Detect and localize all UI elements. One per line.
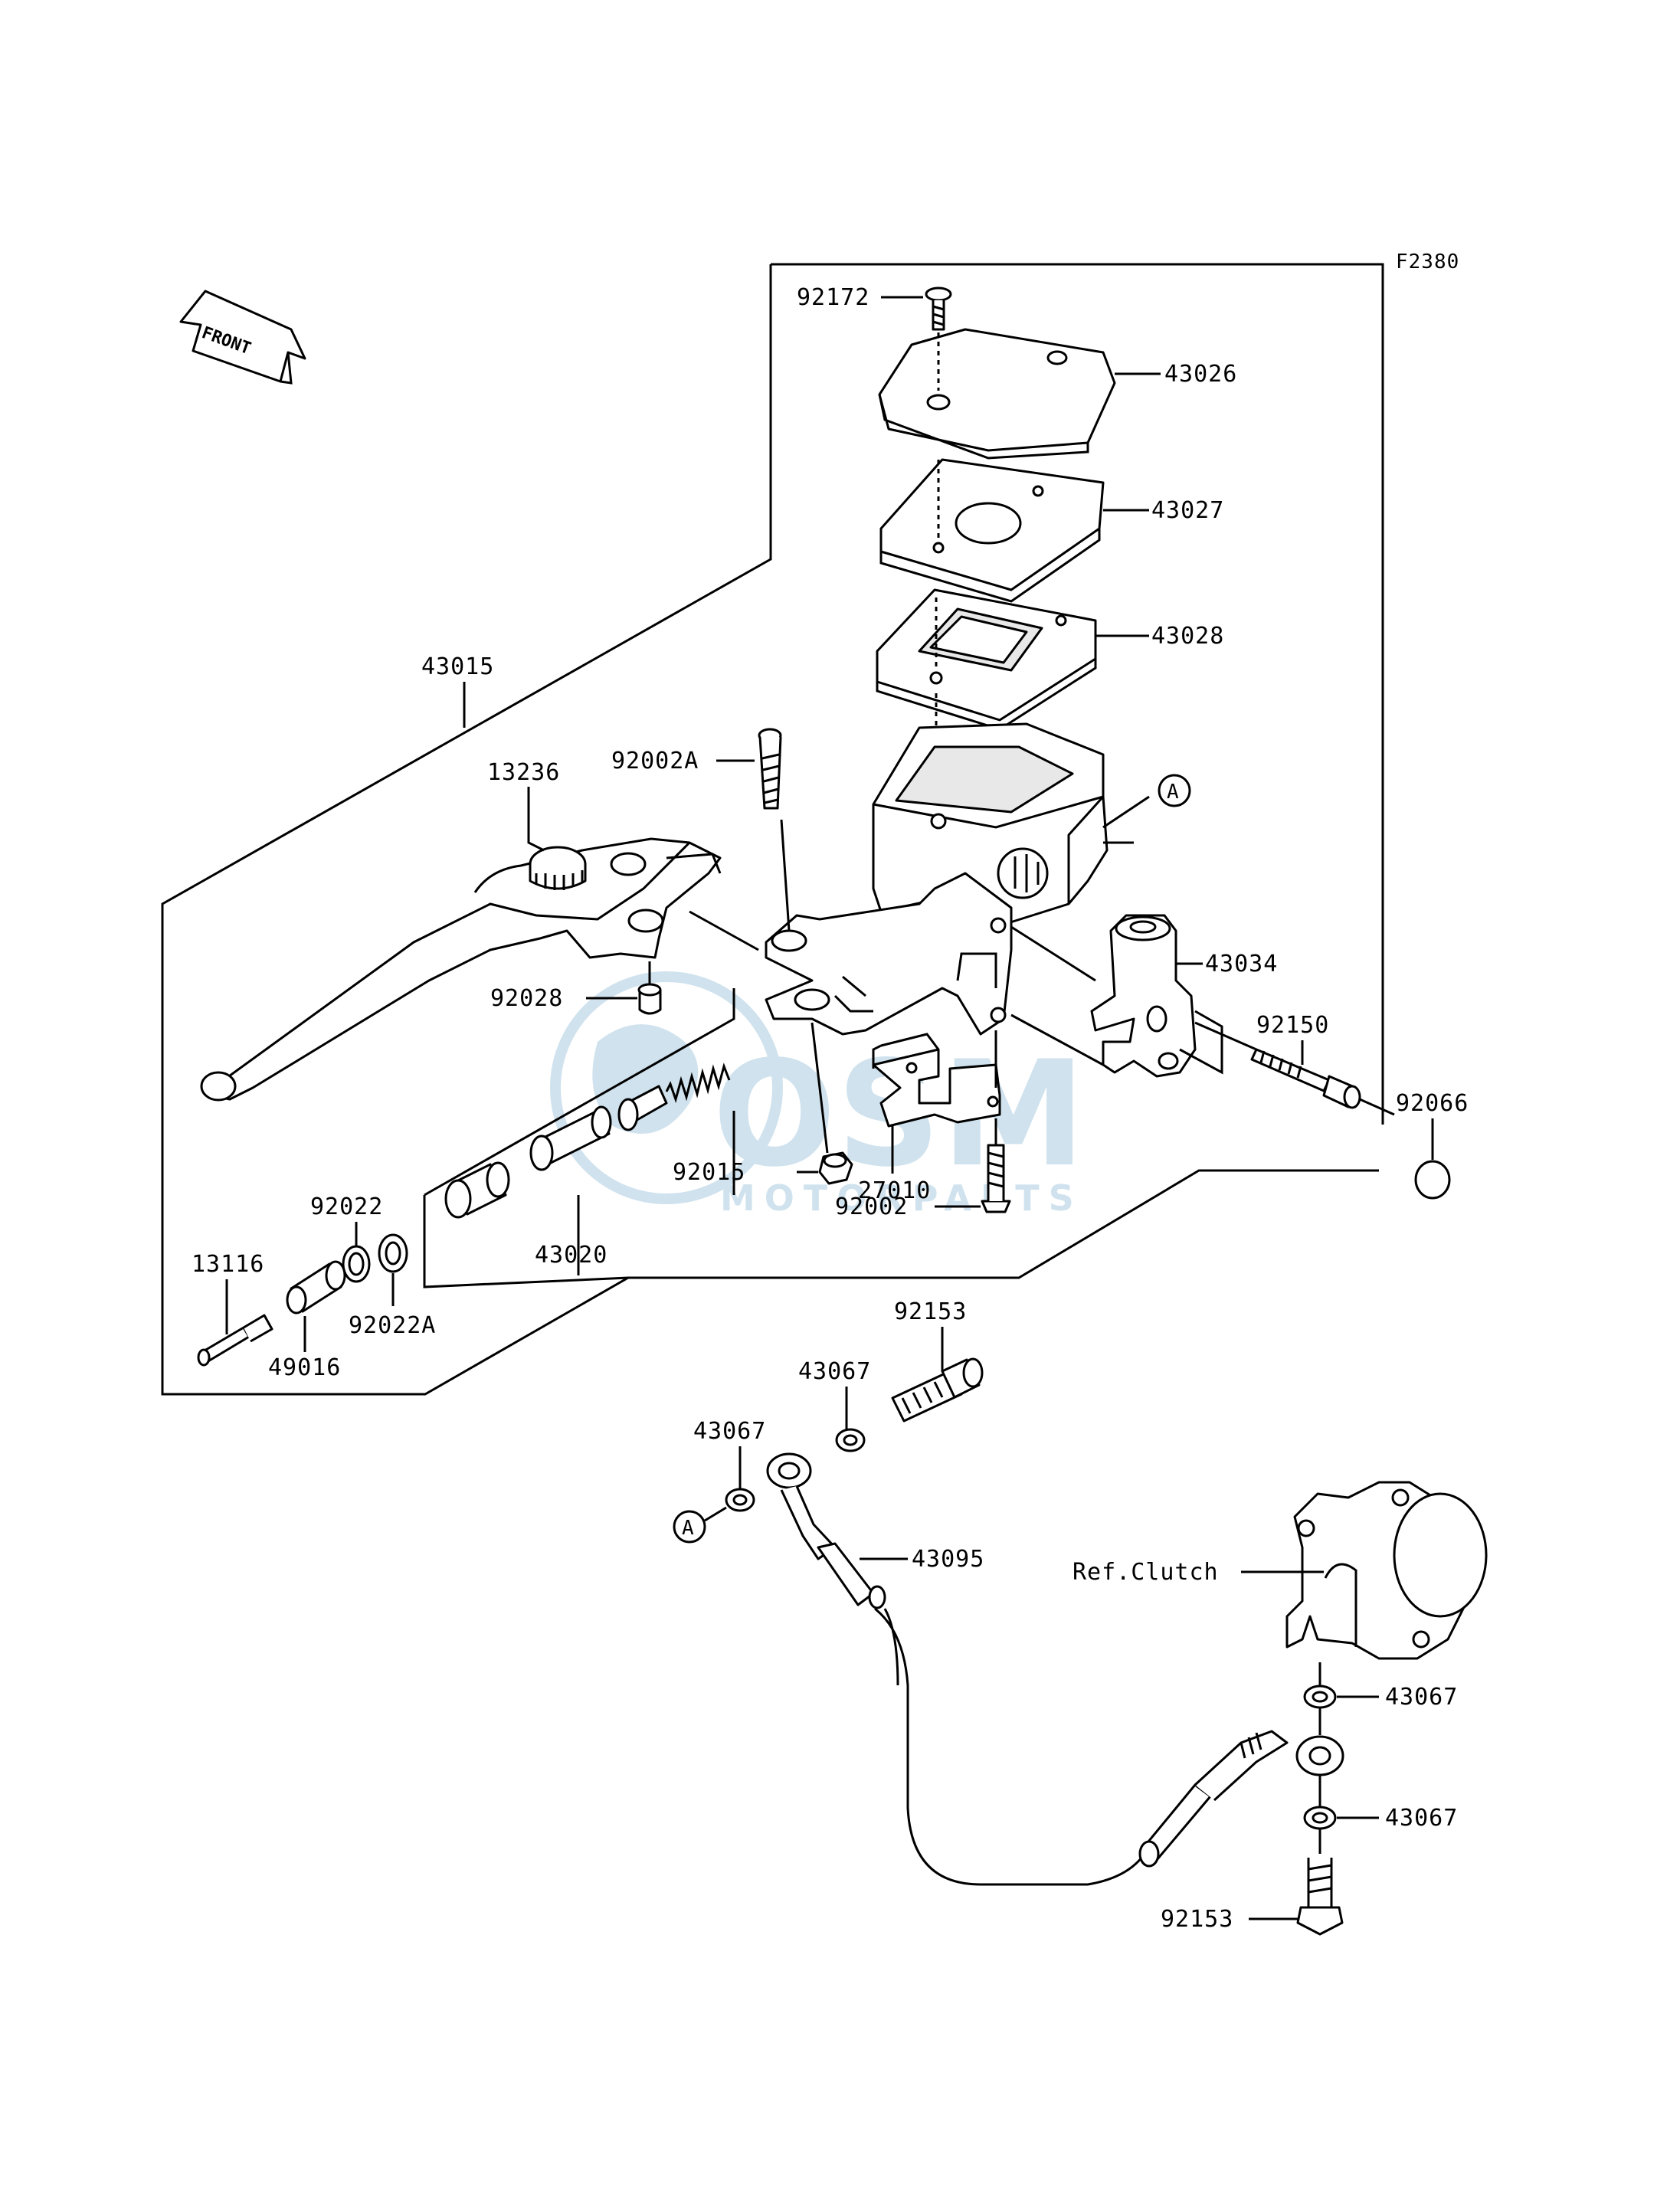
cap-92066 — [1414, 1160, 1451, 1200]
washer-43067-c — [1303, 1685, 1337, 1709]
callout-92022: 92022 — [310, 1193, 383, 1220]
callout-ref-clutch: Ref.Clutch — [1073, 1559, 1219, 1586]
diaphragm-plate-43027 — [879, 458, 1105, 603]
callout-92153-bottom: 92153 — [1161, 1906, 1233, 1933]
callout-43020: 43020 — [535, 1242, 607, 1269]
pin-92028 — [637, 983, 662, 1015]
screw-92002A — [758, 728, 782, 810]
callout-43028: 43028 — [1151, 623, 1224, 650]
bolt-92150 — [1250, 1048, 1361, 1109]
banjo-bolt-92153-top — [891, 1357, 984, 1423]
watermark-globe-icon — [550, 971, 783, 1204]
callout-49016: 49016 — [268, 1354, 341, 1381]
washer-43067-a — [835, 1428, 866, 1452]
brake-hose-43095 — [766, 1452, 1344, 1886]
washer-43067-b — [725, 1488, 755, 1512]
callout-43095: 43095 — [912, 1546, 984, 1573]
svg-text:A: A — [1167, 781, 1180, 804]
master-cylinder-body — [765, 722, 1134, 1036]
screw-92172 — [925, 286, 952, 331]
callout-92015: 92015 — [673, 1159, 745, 1186]
circlip-92022 — [342, 1245, 371, 1283]
callout-43067-c: 43067 — [1385, 1684, 1458, 1711]
callout-92022A: 92022A — [349, 1312, 436, 1339]
diaphragm-43028 — [876, 588, 1097, 731]
front-arrow-icon: FRONT — [179, 290, 306, 385]
callout-92066: 92066 — [1396, 1090, 1469, 1117]
lever-13236 — [200, 837, 722, 1102]
ref-a-top: A — [1102, 774, 1191, 829]
washer-43067-d — [1303, 1806, 1337, 1830]
piston-kit-frame — [423, 1195, 629, 1288]
assembly-frame-top — [771, 263, 1384, 1125]
callout-43027: 43027 — [1151, 497, 1224, 524]
callout-43026: 43026 — [1164, 361, 1237, 388]
callout-43067-d: 43067 — [1385, 1805, 1458, 1832]
callout-92172: 92172 — [797, 284, 869, 311]
sight-glass-icon — [997, 847, 1049, 899]
washer-92022A — [378, 1233, 408, 1273]
clamp-43034 — [1090, 914, 1197, 1078]
callout-43034: 43034 — [1205, 951, 1278, 977]
callout-92028: 92028 — [490, 985, 563, 1012]
callout-92153-top: 92153 — [894, 1298, 967, 1325]
callout-27010: 27010 — [858, 1177, 931, 1204]
svg-text:A: A — [682, 1517, 695, 1540]
callout-43015: 43015 — [421, 653, 494, 680]
pushrod-13116 — [197, 1314, 273, 1367]
piston-kit-43020 — [444, 1062, 731, 1219]
callout-92002: 92002 — [835, 1193, 908, 1220]
figure-code: F2380 — [1396, 250, 1459, 273]
cap-92015 — [818, 1151, 853, 1185]
switch-27010 — [872, 1033, 1001, 1128]
callout-92002A: 92002A — [611, 748, 699, 774]
reservoir-cap-43026 — [878, 328, 1116, 460]
callout-13116: 13116 — [192, 1251, 264, 1278]
banjo-bolt-92153-bottom — [1296, 1858, 1344, 1936]
callout-13236: 13236 — [487, 759, 560, 786]
callout-43067-b: 43067 — [693, 1418, 766, 1445]
watermark-sub: MOTORPARTS — [720, 1177, 1083, 1219]
callout-43067-a: 43067 — [798, 1358, 871, 1385]
boot-49016 — [286, 1260, 346, 1315]
ref-a-bottom: A — [673, 1506, 727, 1544]
assembly-frame-outline — [161, 264, 1379, 1396]
clutch-slave-cylinder-ref — [1285, 1481, 1488, 1660]
callout-92150: 92150 — [1256, 1012, 1329, 1039]
watermark-continent-icon — [592, 1024, 699, 1134]
